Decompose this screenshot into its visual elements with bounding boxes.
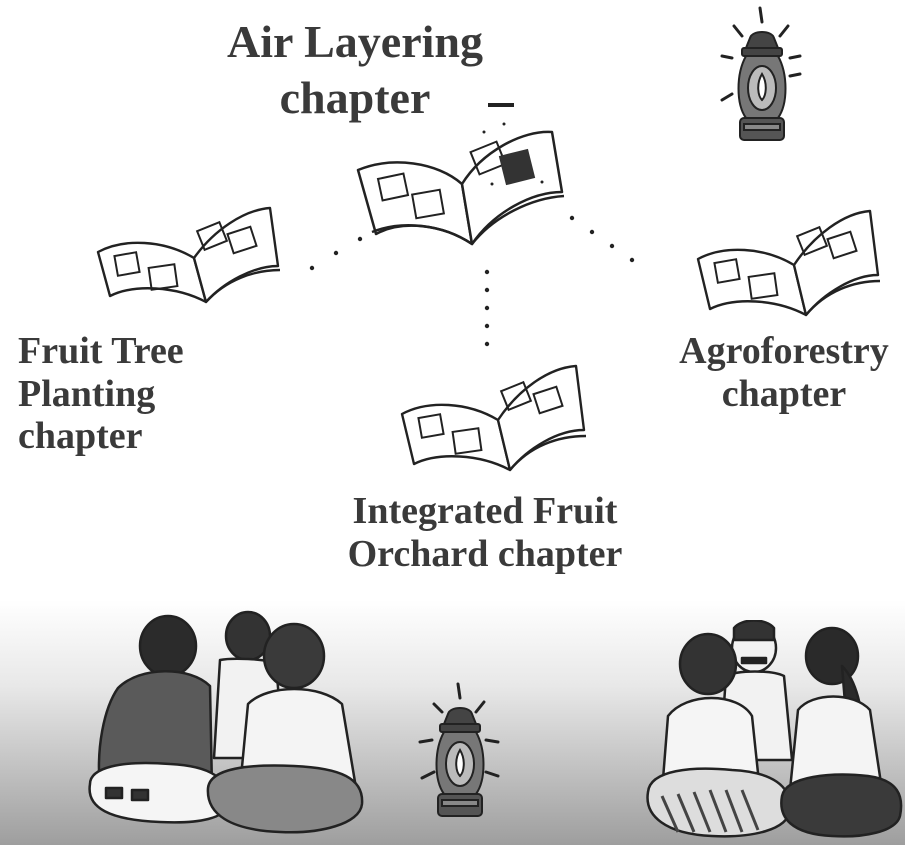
label-line: chapter [721, 372, 847, 415]
farmer-group-icon [646, 620, 903, 838]
label-agroforestry: Agroforestry chapter [664, 330, 904, 415]
title-line-2: chapter [279, 72, 431, 124]
lantern-icon [418, 682, 500, 817]
open-book-icon [96, 206, 281, 304]
title-dash [488, 103, 514, 107]
lantern-icon [720, 6, 802, 141]
label-fruit-tree-planting: Fruit Tree Planting chapter [18, 330, 184, 458]
open-book-icon [356, 122, 565, 246]
label-line: Integrated Fruit [352, 490, 618, 532]
title-line-1: Air Layering [227, 16, 483, 67]
open-book-icon [696, 209, 881, 317]
title-air-layering: Air Layering chapter [205, 14, 505, 126]
label-integrated-fruit-orchard: Integrated Fruit Orchard chapter [320, 490, 650, 575]
label-line: chapter [18, 415, 143, 458]
label-line: Fruit Tree [18, 330, 184, 372]
open-book-icon [400, 364, 587, 472]
label-line: Planting [18, 372, 156, 415]
farmer-group-icon [88, 610, 364, 834]
label-line: Agroforestry [679, 330, 889, 372]
label-line: Orchard chapter [347, 532, 623, 575]
